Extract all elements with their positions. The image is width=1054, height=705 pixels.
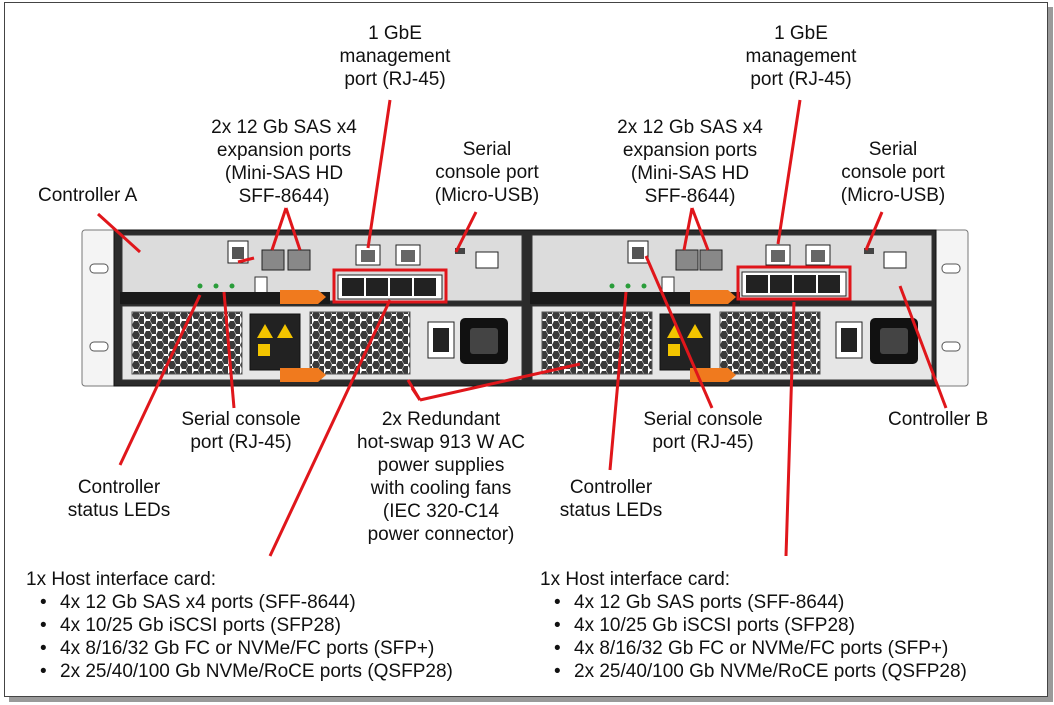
rack-ear-left — [81, 229, 119, 387]
host-card-title-b: 1x Host interface card: — [540, 569, 731, 590]
list-item: 4x 10/25 Gb iSCSI ports (SFP28) — [552, 614, 967, 637]
controller-a-module — [120, 234, 523, 304]
list-item: 4x 12 Gb SAS ports (SFF-8644) — [552, 591, 967, 614]
list-item: 2x 25/40/100 Gb NVMe/RoCE ports (QSFP28) — [552, 660, 967, 683]
host-card-list-a: 1x Host interface card: 4x 12 Gb SAS x4 … — [26, 568, 453, 683]
power-supply-b — [531, 305, 933, 382]
power-supply-a — [121, 305, 523, 382]
callout-lines — [96, 99, 948, 557]
rack-ear-right — [931, 229, 969, 387]
list-item: 4x 8/16/32 Gb FC or NVMe/FC ports (SFP+) — [552, 637, 967, 660]
host-card-list-b: 1x Host interface card: 4x 12 Gb SAS por… — [540, 568, 967, 683]
host-card-highlight-b — [736, 265, 852, 301]
list-item: 4x 10/25 Gb iSCSI ports (SFP28) — [38, 614, 453, 637]
controller-b-label: Controller B — [888, 409, 989, 430]
list-item: 2x 25/40/100 Gb NVMe/RoCE ports (QSFP28) — [38, 660, 453, 683]
list-item: 4x 8/16/32 Gb FC or NVMe/FC ports (SFP+) — [38, 637, 453, 660]
list-item: 4x 12 Gb SAS x4 ports (SFF-8644) — [38, 591, 453, 614]
host-card-title-a: 1x Host interface card: — [26, 569, 217, 590]
controller-b-module — [530, 234, 933, 304]
controller-a-label: Controller A — [38, 185, 138, 206]
